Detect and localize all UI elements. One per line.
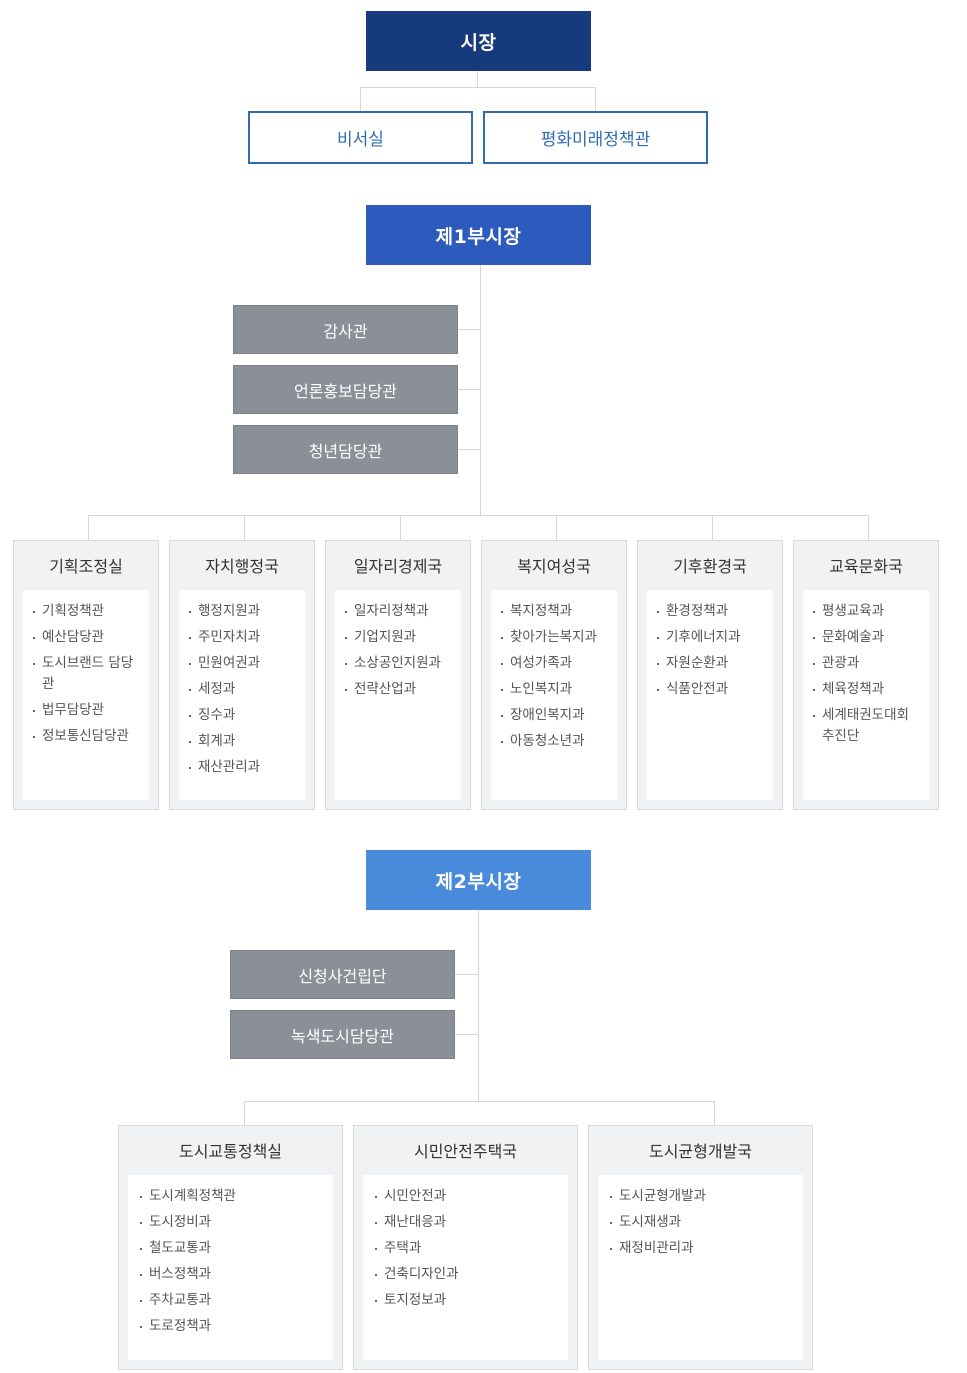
list-item: 법무담당관 [23, 700, 149, 721]
list-item: 도시재생과 [600, 1212, 803, 1233]
list-item: 환경정책과 [647, 601, 773, 622]
list-item: 일자리정책과 [335, 601, 461, 622]
bureau-title: 자치행정국 [205, 557, 279, 576]
youth-office-box: 청년담당관 [233, 425, 458, 474]
list-item: 도로정책과 [130, 1316, 333, 1337]
peace-future-policy-box: 평화미래정책관 [483, 111, 708, 164]
bureau-urban-transport: 도시교통정책실 도시계획정책관 도시정비과 철도교통과 버스정책과 주차교통과 … [118, 1125, 343, 1370]
bureau-welfare-women: 복지여성국 복지정책과 찾아가는복지과 여성가족과 노인복지과 장애인복지과 아… [481, 540, 627, 810]
list-item: 전략산업과 [335, 679, 461, 700]
bureau-title: 시민안전주택국 [413, 1142, 518, 1161]
bureau-title: 도시균형개발국 [648, 1142, 753, 1161]
bureau-title: 교육문화국 [829, 557, 903, 576]
list-item: 도시정비과 [130, 1212, 333, 1233]
bureau-balanced-development: 도시균형개발국 도시균형개발과 도시재생과 재정비관리과 [588, 1125, 813, 1370]
list-item: 장애인복지과 [491, 705, 617, 726]
list-item: 재산관리과 [179, 757, 305, 778]
list-item: 주차교통과 [130, 1290, 333, 1311]
bureau-title: 일자리경제국 [353, 557, 443, 576]
list-item: 기업지원과 [335, 627, 461, 648]
list-item: 징수과 [179, 705, 305, 726]
bureau-list-box: 시민안전과 재난대응과 주택과 건축디자인과 토지정보과 [363, 1175, 568, 1360]
list-item: 자원순환과 [647, 653, 773, 674]
list-item: 평생교육과 [803, 601, 929, 622]
bureau-title: 기후환경국 [673, 557, 747, 576]
list-item: 찾아가는복지과 [491, 627, 617, 648]
bureau-list-box: 기획정책관 예산담당관 도시브랜드 담당관 법무담당관 정보통신담당관 [23, 590, 149, 800]
bureau-list-box: 복지정책과 찾아가는복지과 여성가족과 노인복지과 장애인복지과 아동청소년과 [491, 590, 617, 800]
new-city-hall-box: 신청사건립단 [230, 950, 455, 999]
list-item: 정보통신담당관 [23, 726, 149, 747]
bureau-list-box: 도시균형개발과 도시재생과 재정비관리과 [598, 1175, 803, 1360]
mayor-label: 시장 [460, 31, 497, 54]
new-city-hall-label: 신청사건립단 [298, 966, 387, 986]
bureau-list-box: 평생교육과 문화예술과 관광과 체육정책과 세계태권도대회 추진단 [803, 590, 929, 800]
vice-mayor-1-label: 제1부시장 [435, 225, 522, 248]
press-office-label: 언론홍보담당관 [293, 381, 398, 401]
list-item: 버스정책과 [130, 1264, 333, 1285]
bureau-list-box: 행정지원과 주민자치과 민원여권과 세정과 징수과 회계과 재산관리과 [179, 590, 305, 800]
list-item: 소상공인지원과 [335, 653, 461, 674]
list-item: 재정비관리과 [600, 1238, 803, 1259]
list-item: 식품안전과 [647, 679, 773, 700]
list-item: 복지정책과 [491, 601, 617, 622]
youth-office-label: 청년담당관 [308, 441, 383, 461]
bureau-citizen-safety-housing: 시민안전주택국 시민안전과 재난대응과 주택과 건축디자인과 토지정보과 [353, 1125, 578, 1370]
secretary-office-label: 비서실 [337, 130, 384, 150]
list-item: 재난대응과 [365, 1212, 568, 1233]
bureau-list-box: 도시계획정책관 도시정비과 철도교통과 버스정책과 주차교통과 도로정책과 [128, 1175, 333, 1360]
list-item: 토지정보과 [365, 1290, 568, 1311]
list-item: 세정과 [179, 679, 305, 700]
list-item: 기후에너지과 [647, 627, 773, 648]
audit-office-label: 감사관 [323, 321, 368, 341]
audit-office-box: 감사관 [233, 305, 458, 354]
list-item: 노인복지과 [491, 679, 617, 700]
list-item: 문화예술과 [803, 627, 929, 648]
bureau-title: 복지여성국 [517, 557, 591, 576]
list-item: 예산담당관 [23, 627, 149, 648]
list-item: 여성가족과 [491, 653, 617, 674]
bureau-planning: 기획조정실 기획정책관 예산담당관 도시브랜드 담당관 법무담당관 정보통신담당… [13, 540, 159, 810]
list-item: 건축디자인과 [365, 1264, 568, 1285]
list-item: 도시브랜드 담당관 [23, 653, 149, 695]
list-item: 아동청소년과 [491, 731, 617, 752]
bureau-jobs-economy: 일자리경제국 일자리정책과 기업지원과 소상공인지원과 전략산업과 [325, 540, 471, 810]
list-item: 철도교통과 [130, 1238, 333, 1259]
list-item: 도시균형개발과 [600, 1186, 803, 1207]
list-item: 행정지원과 [179, 601, 305, 622]
bureau-list-box: 일자리정책과 기업지원과 소상공인지원과 전략산업과 [335, 590, 461, 800]
green-city-office-box: 녹색도시담당관 [230, 1010, 455, 1059]
list-item: 기획정책관 [23, 601, 149, 622]
list-item: 시민안전과 [365, 1186, 568, 1207]
peace-future-policy-label: 평화미래정책관 [540, 130, 651, 150]
list-item: 주택과 [365, 1238, 568, 1259]
press-office-box: 언론홍보담당관 [233, 365, 458, 414]
secretary-office-box: 비서실 [248, 111, 473, 164]
bureau-list-box: 환경정책과 기후에너지과 자원순환과 식품안전과 [647, 590, 773, 800]
list-item: 민원여권과 [179, 653, 305, 674]
vice-mayor-2-box: 제2부시장 [366, 850, 591, 910]
list-item: 도시계획정책관 [130, 1186, 333, 1207]
list-item: 주민자치과 [179, 627, 305, 648]
bureau-title: 기획조정실 [49, 557, 123, 576]
bureau-autonomous-admin: 자치행정국 행정지원과 주민자치과 민원여권과 세정과 징수과 회계과 재산관리… [169, 540, 315, 810]
list-item: 회계과 [179, 731, 305, 752]
mayor-box: 시장 [366, 11, 591, 71]
bureau-climate-environment: 기후환경국 환경정책과 기후에너지과 자원순환과 식품안전과 [637, 540, 783, 810]
list-item: 세계태권도대회 추진단 [803, 705, 929, 747]
list-item: 관광과 [803, 653, 929, 674]
list-item: 체육정책과 [803, 679, 929, 700]
green-city-office-label: 녹색도시담당관 [290, 1026, 395, 1046]
vice-mayor-2-label: 제2부시장 [435, 870, 522, 893]
vice-mayor-1-box: 제1부시장 [366, 205, 591, 265]
bureau-title: 도시교통정책실 [178, 1142, 283, 1161]
bureau-education-culture: 교육문화국 평생교육과 문화예술과 관광과 체육정책과 세계태권도대회 추진단 [793, 540, 939, 810]
